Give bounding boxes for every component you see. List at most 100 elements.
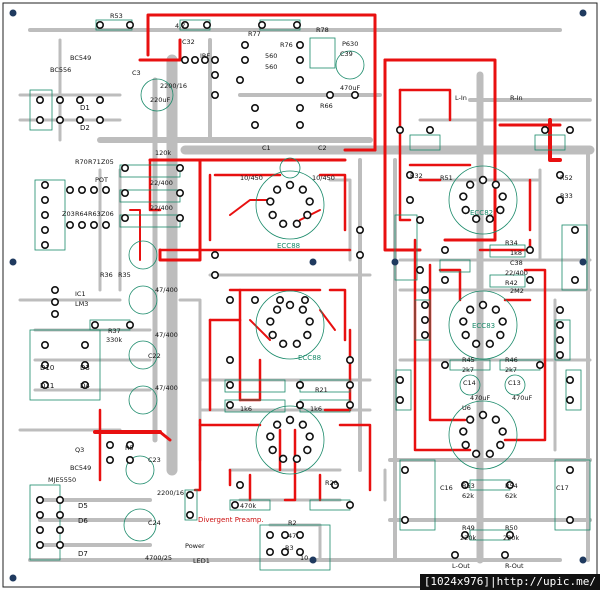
watermark-text: [1024x976]|http://upic.me/: [419, 574, 600, 590]
pcb-pad: [540, 126, 549, 135]
pcb-pad: [471, 449, 481, 458]
pcb-pad: [345, 355, 354, 364]
pcb-pad: [55, 495, 64, 504]
label-1k8: 1k8: [510, 249, 522, 257]
label-120k: 120k: [155, 149, 171, 157]
pcb-pad: [121, 164, 130, 173]
pcb-pad: [459, 192, 468, 201]
pcb-pad: [555, 350, 564, 359]
pcb-pad: [345, 500, 354, 509]
pcb-pad: [298, 420, 308, 429]
pcb-pad: [355, 226, 364, 235]
pcb-pad: [251, 121, 260, 130]
label-c24: C24: [148, 519, 161, 527]
pcb-pad: [278, 339, 288, 348]
mounting-hole-c1: [309, 258, 317, 266]
pcb-pad: [478, 300, 488, 310]
pcb-pad: [350, 91, 359, 100]
mounting-hole-br: [579, 556, 587, 564]
pcb-pad: [565, 465, 574, 474]
pcb-pad: [485, 339, 495, 348]
label-d11: D11: [40, 382, 54, 390]
label-47: 47: [288, 532, 296, 540]
pcb-pad: [505, 480, 514, 489]
label-r36: R36: [100, 271, 113, 279]
label-c17: C17: [556, 484, 569, 492]
label-power: Power: [185, 542, 205, 550]
label-r50: R50: [505, 524, 518, 532]
pcb-pad: [266, 432, 275, 441]
pcb-pad: [405, 196, 414, 205]
label-l-in: L-In: [455, 94, 467, 102]
pcb-pad: [186, 490, 195, 499]
pcb-pad: [345, 380, 354, 389]
pcb-pad: [500, 550, 509, 559]
pcb-pad: [102, 221, 111, 230]
pcb-pad: [295, 400, 304, 409]
pcb-pad: [555, 335, 564, 344]
pcb-pad: [459, 317, 468, 326]
pcb-pad: [405, 171, 414, 180]
pcb-pad: [278, 454, 288, 463]
label-c22: C22: [148, 352, 161, 360]
pcb-pad: [471, 339, 481, 348]
pcb-pad: [40, 226, 49, 235]
pcb-pad: [35, 495, 44, 504]
label-p630: P630: [342, 40, 358, 48]
pcb-pad: [305, 197, 314, 206]
label-r71: R71: [88, 158, 101, 166]
mounting-hole-tr: [579, 9, 587, 17]
pcb-pad: [90, 186, 99, 195]
pcb-pad: [465, 415, 475, 424]
pcb-pad: [555, 320, 564, 329]
pcb-pad: [268, 445, 277, 455]
label-l-out: L-Out: [452, 562, 470, 570]
pcb-pad: [55, 96, 64, 105]
label-47-400c: 47/400: [155, 384, 178, 392]
pcb-pad: [265, 547, 274, 556]
pcb-pad: [496, 330, 505, 340]
pcb-pad: [535, 360, 544, 369]
pcb-pad: [201, 55, 210, 64]
label-c1: C1: [262, 144, 271, 152]
label-62ka: 62k: [462, 492, 474, 500]
pcb-pad: [345, 400, 354, 409]
pcb-pad: [275, 295, 284, 304]
pcb-pad: [211, 270, 220, 279]
pcb-pad: [465, 305, 475, 314]
pcb-pad: [505, 530, 514, 539]
pcb-pad: [292, 339, 302, 348]
pcb-pad: [272, 305, 282, 314]
pcb-pad: [292, 454, 302, 463]
pcb-pad: [280, 530, 289, 539]
label-d2: D2: [80, 124, 90, 132]
bottom-traces: [18, 28, 595, 564]
pcb-pad: [121, 189, 130, 198]
pcb-pad: [266, 197, 275, 206]
pcb-pad: [285, 300, 295, 310]
pcb-pad: [35, 510, 44, 519]
label-r-in: R-In: [510, 94, 523, 102]
label-r33: R33: [560, 192, 573, 200]
label-47-400a: 47/400: [155, 286, 178, 294]
label-22-400c: 22/400: [505, 269, 528, 277]
pcb-pad: [491, 415, 501, 424]
pcb-pad: [295, 55, 304, 64]
mounting-hole-bc: [309, 556, 317, 564]
pcb-pad: [76, 116, 85, 125]
pcb-pad: [40, 340, 49, 349]
label-c16: C16: [440, 484, 453, 492]
pcb-pad: [50, 285, 59, 294]
pcb-pad: [35, 540, 44, 549]
label-bc556: BC556: [50, 66, 71, 74]
label-q3: Q3: [75, 446, 84, 454]
label-r3: R3: [285, 544, 294, 552]
pcb-pad: [461, 440, 470, 450]
label-irf: IRF: [200, 52, 210, 60]
pcb-pad: [55, 525, 64, 534]
label-470k: 470k: [240, 502, 256, 510]
pcb-pad: [420, 300, 429, 309]
pcb-pad: [251, 104, 260, 113]
pcb-pad: [121, 214, 130, 223]
label-22-400b: 22/400: [150, 204, 173, 212]
